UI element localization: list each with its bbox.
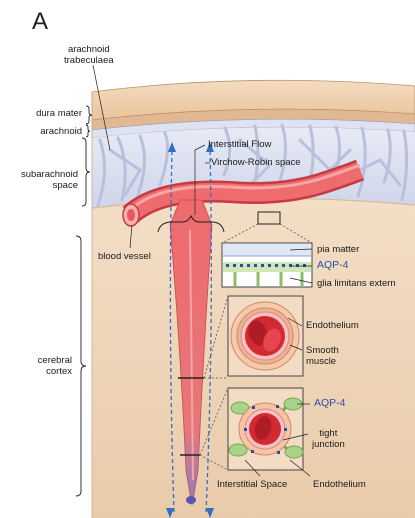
inset-smooth-muscle <box>228 296 303 376</box>
label-subarachnoid-space: subarachnoid space <box>2 169 78 191</box>
label-endothelium-mid: Endothelium <box>306 320 359 331</box>
label-smooth-muscle: Smooth muscle <box>306 345 339 367</box>
inset-capillary <box>228 388 303 470</box>
label-glia-limitans: glia limitans extern <box>317 278 415 289</box>
label-blood-vessel: blood vessel <box>98 251 151 262</box>
label-tight-junction: tight junction <box>312 428 345 450</box>
label-cerebral-cortex: cerebral cortex <box>2 355 72 377</box>
label-endothelium-bottom: Endothelium <box>313 479 366 490</box>
label-arachnoid: arachnoid <box>2 126 82 137</box>
label-aqp4-bottom: AQP-4 <box>314 398 346 409</box>
label-virchow-robin: Virchow-Robin space <box>211 157 301 168</box>
panel-letter: A <box>32 8 48 36</box>
label-arachnoid-trabeculae: arachnoid trabeculaea <box>64 44 114 66</box>
label-aqp4-top: AQP-4 <box>317 260 349 271</box>
label-pia-matter: pia matter <box>317 244 359 255</box>
left-braces <box>76 106 92 496</box>
label-interstitial-space: Interstitial Space <box>217 479 287 490</box>
label-dura-mater: dura mater <box>2 108 82 119</box>
label-interstitial-flow: Interstitial Flow <box>208 139 271 150</box>
